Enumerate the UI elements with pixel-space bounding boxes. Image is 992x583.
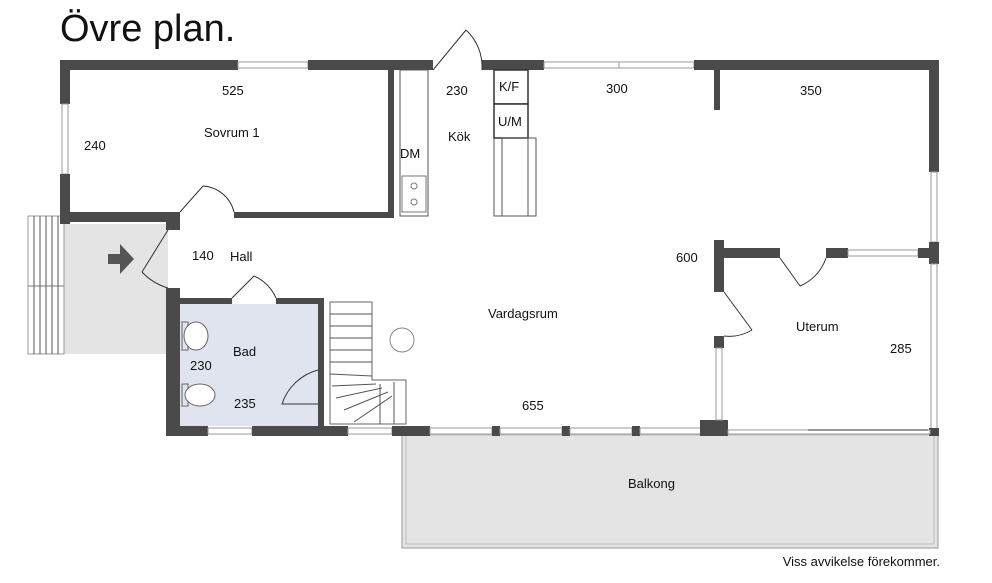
dim-sovrum-depth: 240 [84, 138, 106, 153]
entry-floor [64, 224, 168, 354]
dim-right-width: 350 [800, 83, 822, 98]
room-label-vardagsrum: Vardagsrum [488, 306, 558, 321]
room-label-sovrum: Sovrum 1 [204, 125, 260, 140]
kitchen-fixtures [399, 69, 537, 217]
room-label-uterum: Uterum [796, 319, 839, 334]
dim-middle-width: 300 [606, 81, 628, 96]
dim-hall-width: 140 [192, 248, 214, 263]
bath-fixtures [181, 321, 216, 407]
dim-vardagsrum-width: 655 [522, 398, 544, 413]
fixture-label-kf: K/F [499, 79, 519, 94]
room-label-balkong: Balkong [628, 476, 675, 491]
disclaimer: Viss avvikelse förekommer. [782, 554, 940, 569]
room-label-hall: Hall [230, 249, 253, 264]
room-label-kok: Kök [448, 129, 471, 144]
interior-stair [329, 301, 415, 425]
room-label-bad: Bad [233, 344, 256, 359]
dim-kok-width: 230 [446, 83, 468, 98]
fixture-label-um: U/M [498, 114, 522, 129]
walls [60, 60, 939, 436]
dim-sovrum-width: 525 [222, 83, 244, 98]
balcony-floor [401, 434, 939, 549]
dim-uterum-depth: 285 [890, 341, 912, 356]
dim-bad-depth: 230 [190, 358, 212, 373]
plan-title: Övre plan. [60, 8, 236, 50]
fixture-label-dm: DM [400, 146, 420, 161]
doors [141, 29, 928, 431]
dim-vardagsrum-depth: 600 [676, 250, 698, 265]
entry-arrow-icon [108, 244, 134, 274]
entry-stairs [27, 215, 65, 355]
dim-bad-width: 235 [234, 396, 256, 411]
